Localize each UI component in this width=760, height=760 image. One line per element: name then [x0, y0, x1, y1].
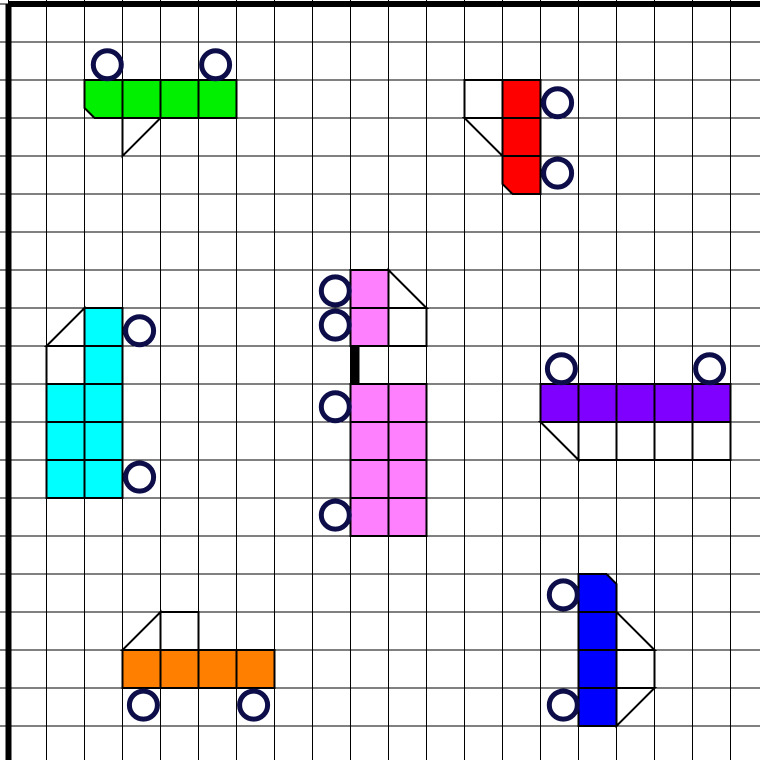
wheel-icon: [129, 691, 157, 719]
body-cell: [579, 650, 617, 688]
body-cell: [579, 612, 617, 650]
cab-cell: [617, 650, 655, 688]
pink-truck: [321, 270, 426, 536]
cab-cell: [161, 612, 199, 650]
body-cell: [85, 384, 123, 422]
wheel-icon: [547, 355, 575, 383]
wheel-icon: [202, 51, 230, 79]
body-cell: [351, 270, 389, 308]
body-cell: [85, 346, 123, 384]
body-cell: [47, 422, 85, 460]
cab-window: [617, 688, 655, 726]
purple-truck: [541, 355, 731, 460]
body-cell: [237, 650, 275, 688]
wheel-icon: [544, 159, 572, 187]
body-cell: [351, 460, 389, 498]
body-cell: [693, 384, 731, 422]
body-cell: [579, 688, 617, 726]
body-cell: [351, 498, 389, 536]
body-cell: [389, 422, 427, 460]
cab-window: [123, 118, 161, 156]
cab-window: [541, 422, 579, 460]
body-cell: [123, 80, 161, 118]
body-cell: [351, 422, 389, 460]
wheel-icon: [93, 51, 121, 79]
wheel-icon: [321, 501, 349, 529]
wheel-icon: [126, 317, 154, 345]
cab-cell: [693, 422, 731, 460]
body-cell: [503, 118, 541, 156]
cyan-truck: [47, 308, 154, 498]
cab-cell: [655, 422, 693, 460]
body-cell: [389, 384, 427, 422]
body-cell: [85, 80, 123, 118]
wheel-icon: [696, 355, 724, 383]
wheel-icon: [240, 691, 268, 719]
body-cell: [47, 384, 85, 422]
body-cell: [579, 574, 617, 612]
body-cell: [579, 384, 617, 422]
wheel-icon: [321, 393, 349, 421]
body-cell: [85, 460, 123, 498]
body-cell: [655, 384, 693, 422]
body-cell: [351, 308, 389, 346]
cab-cell: [47, 346, 85, 384]
wheel-icon: [321, 311, 349, 339]
cab-cell: [465, 80, 503, 118]
cab-window: [465, 118, 503, 156]
cab-window: [617, 612, 655, 650]
cab-cell: [617, 422, 655, 460]
coupler-bar: [351, 345, 360, 385]
cab-window: [389, 270, 427, 308]
wheel-icon: [321, 277, 349, 305]
body-cell: [541, 384, 579, 422]
body-cell: [199, 80, 237, 118]
body-cell: [85, 308, 123, 346]
cab-cell: [389, 308, 427, 346]
wheel-icon: [126, 463, 154, 491]
body-cell: [199, 650, 237, 688]
wheel-icon: [549, 691, 577, 719]
cab-window: [47, 308, 85, 346]
body-cell: [617, 384, 655, 422]
red-truck: [465, 80, 572, 194]
wheel-icon: [549, 581, 577, 609]
body-cell: [389, 460, 427, 498]
body-cell: [503, 80, 541, 118]
body-cell: [85, 422, 123, 460]
body-cell: [161, 80, 199, 118]
cab-cell: [579, 422, 617, 460]
body-cell: [503, 156, 541, 194]
body-cell: [351, 384, 389, 422]
body-cell: [123, 650, 161, 688]
wheel-icon: [544, 89, 572, 117]
body-cell: [389, 498, 427, 536]
body-cell: [47, 460, 85, 498]
cab-window: [123, 612, 161, 650]
body-cell: [161, 650, 199, 688]
